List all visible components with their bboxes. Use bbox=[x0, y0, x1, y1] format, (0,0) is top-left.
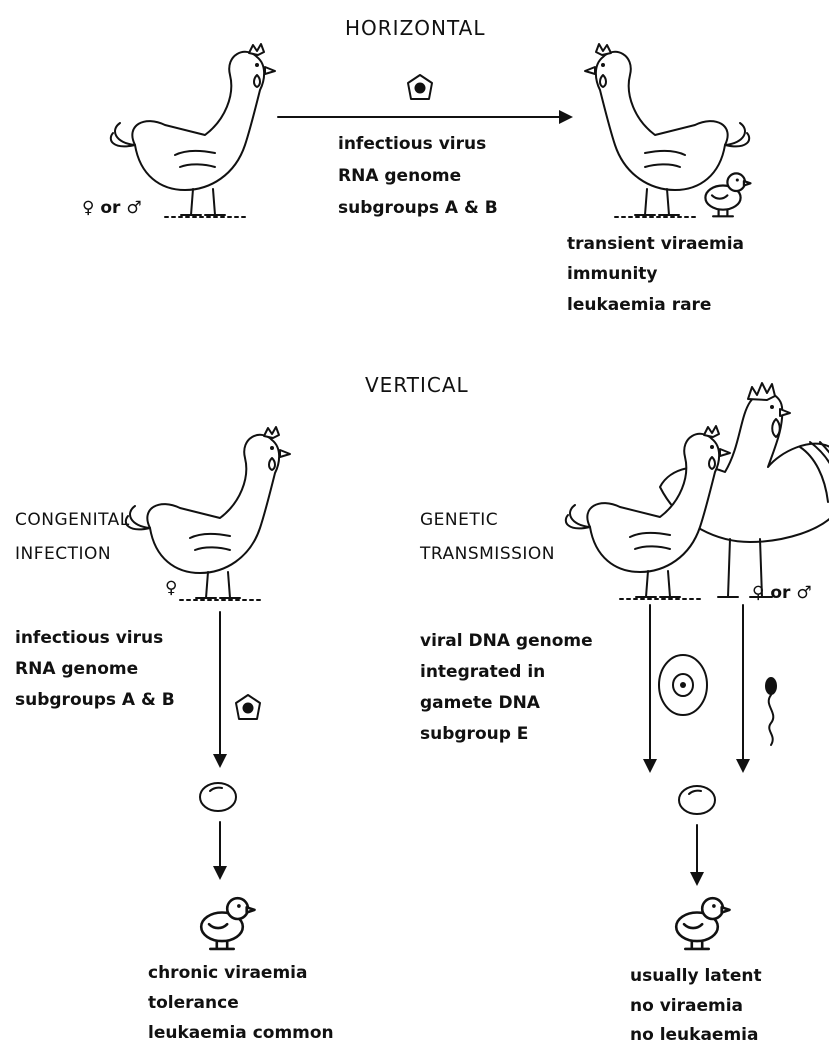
congenital-title-1: CONGENITAL bbox=[15, 512, 130, 529]
horizontal-transmitted-1: infectious virus bbox=[338, 136, 486, 153]
genetic-transmitted-1: viral DNA genome bbox=[420, 633, 593, 650]
genetic-outcome-3: no leukaemia bbox=[630, 1027, 758, 1044]
genetic-transmitted-4: subgroup E bbox=[420, 726, 528, 743]
sperm-icon bbox=[765, 677, 777, 745]
egg-genetic bbox=[679, 786, 715, 814]
congenital-transmitted-3: subgroups A & B bbox=[15, 692, 175, 709]
congenital-outcome-3: leukaemia common bbox=[148, 1025, 334, 1042]
genetic-sex: ♀ or ♂ bbox=[752, 585, 812, 602]
genetic-title-2: TRANSMISSION bbox=[420, 546, 555, 563]
virion-icon-congenital bbox=[236, 695, 260, 719]
congenital-outcome-1: chronic viraemia bbox=[148, 965, 307, 982]
horizontal-outcome-1: transient viraemia bbox=[567, 236, 744, 253]
genetic-transmitted-2: integrated in bbox=[420, 664, 545, 681]
chick-congenital bbox=[201, 898, 254, 949]
chick-genetic bbox=[676, 898, 729, 949]
congenital-title-2: INFECTION bbox=[15, 546, 111, 563]
genetic-outcome-2: no viraemia bbox=[630, 998, 743, 1015]
horizontal-transmitted-3: subgroups A & B bbox=[338, 200, 498, 217]
ovum-icon bbox=[659, 655, 707, 715]
hen-congenital bbox=[126, 427, 290, 600]
genetic-title-1: GENETIC bbox=[420, 512, 498, 529]
vertical-heading: VERTICAL bbox=[365, 375, 469, 395]
congenital-sex: ♀ bbox=[165, 580, 177, 597]
horizontal-transmitted-2: RNA genome bbox=[338, 168, 461, 185]
congenital-transmitted-2: RNA genome bbox=[15, 661, 138, 678]
congenital-outcome-2: tolerance bbox=[148, 995, 239, 1012]
horizontal-source-sex: ♀ or ♂ bbox=[82, 200, 142, 217]
hen-genetic bbox=[566, 426, 730, 599]
genetic-outcome-1: usually latent bbox=[630, 968, 762, 985]
hen-horizontal-source bbox=[111, 44, 275, 217]
horizontal-heading: HORIZONTAL bbox=[345, 18, 485, 38]
horizontal-outcome-2: immunity bbox=[567, 266, 658, 283]
congenital-transmitted-1: infectious virus bbox=[15, 630, 163, 647]
virion-icon-horizontal bbox=[408, 75, 432, 99]
horizontal-outcome-3: leukaemia rare bbox=[567, 297, 711, 314]
genetic-transmitted-3: gamete DNA bbox=[420, 695, 540, 712]
chick-horizontal bbox=[705, 173, 750, 216]
egg-congenital bbox=[200, 783, 236, 811]
